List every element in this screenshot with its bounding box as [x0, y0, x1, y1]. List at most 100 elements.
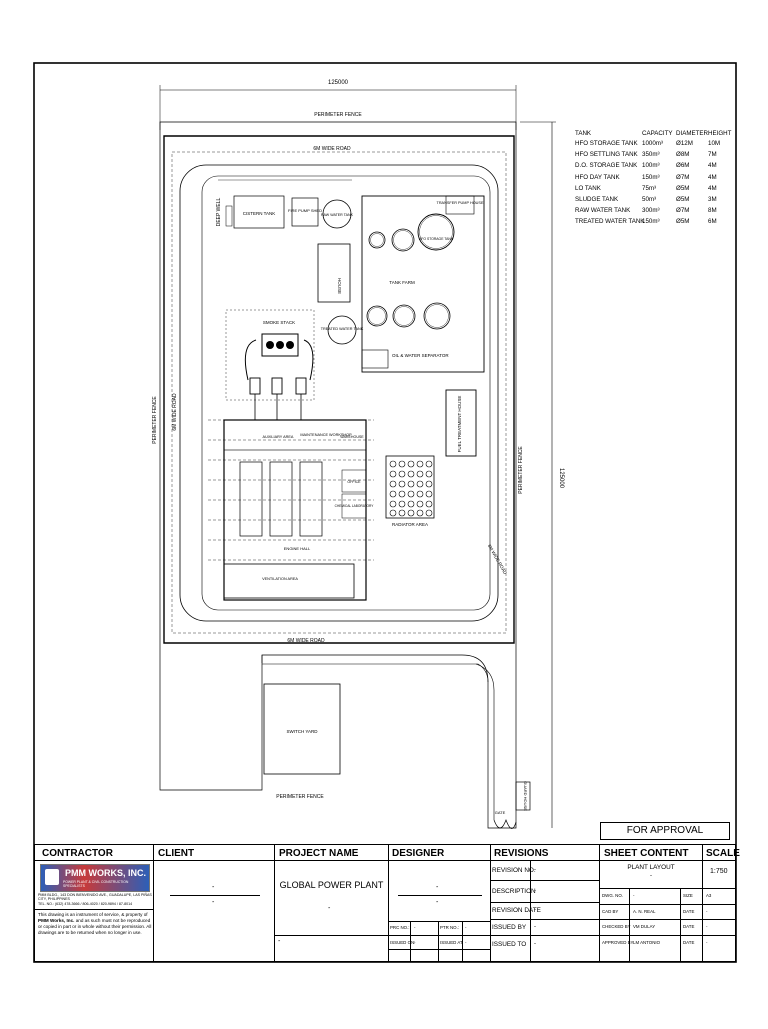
- issued-at-label: ISSUED AT:: [440, 940, 464, 945]
- prc-no-value: -: [414, 925, 416, 930]
- project-name: GLOBAL POWER PLANT: [279, 880, 384, 890]
- company-contact: TEL. NO.: (632) 478-3666 / 806-4020 / 82…: [38, 902, 133, 906]
- designer-header: DESIGNER: [392, 848, 445, 859]
- tank-height: 3M: [708, 195, 717, 203]
- client-sub: -: [212, 899, 215, 906]
- engine-2: [269, 461, 293, 537]
- sheet-content-header: SHEET CONTENT: [604, 848, 689, 859]
- tank-capacity: 150m³: [642, 173, 660, 181]
- issued-on-value: -: [414, 940, 416, 945]
- cad-by-value: A. N. REAL: [633, 909, 656, 914]
- approved-by-value: LM ANTONIO: [633, 940, 660, 945]
- date-value-3: -: [706, 940, 708, 945]
- tank-name: RAW WATER TANK: [575, 207, 631, 215]
- issued-by-label: ISSUED BY: [492, 924, 527, 931]
- radiator-area-label: RADIATOR AREA: [392, 522, 428, 527]
- prc-no-label: PRC NO.:: [390, 925, 410, 930]
- tank-name: D.O. STORAGE TANK: [575, 162, 638, 170]
- logo-tagline: POWER PLANT & CIVIL CONSTRUCTION SPECIAL…: [63, 880, 129, 888]
- site-boundary: [163, 135, 515, 644]
- fuel-treatment-house-label: FUEL TREATMENT HOUSE: [457, 396, 462, 453]
- radiator-area: [385, 455, 435, 519]
- tank-height: 4M: [708, 162, 717, 170]
- tank-capacity: 350m³: [642, 151, 660, 159]
- logo-text: PMM WORKS, INC.: [65, 868, 146, 878]
- disclaimer-company: PMM Works, Inc.: [38, 918, 75, 923]
- checked-by-label: CHECKED BY: [602, 924, 631, 929]
- ring-road-inner: [201, 175, 491, 611]
- contractor-logo: PMM WORKS, INC. POWER PLANT & CIVIL CONS…: [40, 864, 150, 892]
- disclaimer-prefix: This drawing is an instrument of service…: [38, 912, 148, 917]
- house-label: HOUSE: [337, 278, 342, 294]
- diameter-col-header: DIAMETER: [676, 130, 708, 137]
- smoke-stack-label: SMOKE STACK: [263, 320, 295, 325]
- ptr-no-label: PTR NO.:: [440, 925, 460, 930]
- tank-name: HFO SETTLING TANK: [575, 151, 638, 159]
- engine-1: [239, 461, 263, 537]
- tank-height: 6M: [708, 218, 717, 226]
- tank-height: 4M: [708, 173, 717, 181]
- tank-capacity: 300m³: [642, 207, 660, 215]
- tank-name: HFO STORAGE TANK: [575, 140, 638, 147]
- date-label-1: DATE: [683, 909, 695, 914]
- revision-no-label: REVISION NO.: [492, 867, 536, 874]
- tank-diameter: Ø5M: [676, 218, 690, 226]
- description-value: -: [534, 888, 536, 894]
- client-name: -: [212, 884, 215, 891]
- tank-name: LO TANK: [575, 184, 601, 192]
- hfo-storage-tank: [417, 213, 455, 251]
- fuel-treatment-house: [445, 389, 477, 457]
- date-label-2: DATE: [683, 924, 695, 929]
- scale-value: 1:750: [710, 868, 728, 875]
- engine-3: [299, 461, 323, 537]
- tank-height: 4M: [708, 184, 717, 192]
- tank-height: 7M: [708, 151, 717, 159]
- treated-water-label: TREATED WATER TANK: [321, 327, 364, 331]
- road-bottom-label: 6M WIDE ROAD: [287, 638, 325, 644]
- tank-capacity: 150m³: [642, 218, 660, 226]
- tank-diameter: Ø5M: [676, 184, 690, 192]
- description-label: DESCRIPTION: [492, 888, 536, 895]
- power-house: [223, 419, 367, 601]
- disclaimer: This drawing is an instrument of service…: [38, 912, 152, 936]
- road-left-label: 6M WIDE ROAD: [172, 393, 178, 431]
- revisions-header: REVISIONS: [494, 848, 549, 859]
- tank-farm-label: TANK FARM: [389, 280, 415, 285]
- perimeter-fence-right-label: PERIMETER FENCE: [518, 446, 524, 494]
- company-address: PMM BLDG., 143 DON BIENVENIDO AVE., GUAD…: [38, 893, 152, 902]
- tank-row: D.O. STORAGE TANK 100m³ Ø6M 4M: [575, 162, 745, 173]
- sheet-content-sub: -: [650, 873, 652, 879]
- cistern-tank: [233, 195, 285, 229]
- project-sub: -: [328, 905, 331, 912]
- raw-water-tank-label: RAW WATER TANK: [321, 213, 354, 217]
- tank-capacity: 100m³: [642, 162, 660, 170]
- dwg-no-value: -: [633, 893, 635, 898]
- tank-capacity: 50m³: [642, 195, 657, 203]
- perimeter-fence-left-label: PERIMETER FENCE: [152, 396, 158, 444]
- tank-diameter: Ø8M: [676, 151, 690, 159]
- tank-diameter: Ø7M: [676, 207, 690, 215]
- tank-height: 10M: [708, 140, 721, 147]
- road-top-label: 6M WIDE ROAD: [313, 146, 351, 152]
- title-block: [34, 844, 736, 962]
- project-bottom-left: -: [278, 938, 281, 945]
- issued-on-label: ISSUED ON:: [390, 940, 416, 945]
- checked-by-value: VM DULAY: [633, 924, 656, 929]
- auxiliary-area-label: AUXILIARY AREA: [263, 435, 294, 439]
- tank-diameter: Ø6M: [676, 162, 690, 170]
- disclaimer-suffix: and as such must not be reproduced or co…: [38, 918, 152, 935]
- ventilation-area-label: VENTILATION AREA: [262, 577, 298, 581]
- raw-water-tank: [322, 199, 352, 229]
- chemical-lab-label: CHEMICAL LABORATORY: [335, 504, 375, 508]
- tank-height: 8M: [708, 207, 717, 215]
- capacity-col-header: CAPACITY: [642, 130, 673, 137]
- house-building: [317, 243, 351, 303]
- warehouse-label: WAREHOUSE: [340, 435, 364, 439]
- engine-hall-label: ENGINE HALL: [284, 546, 311, 551]
- tank-name: HFO DAY TANK: [575, 173, 620, 181]
